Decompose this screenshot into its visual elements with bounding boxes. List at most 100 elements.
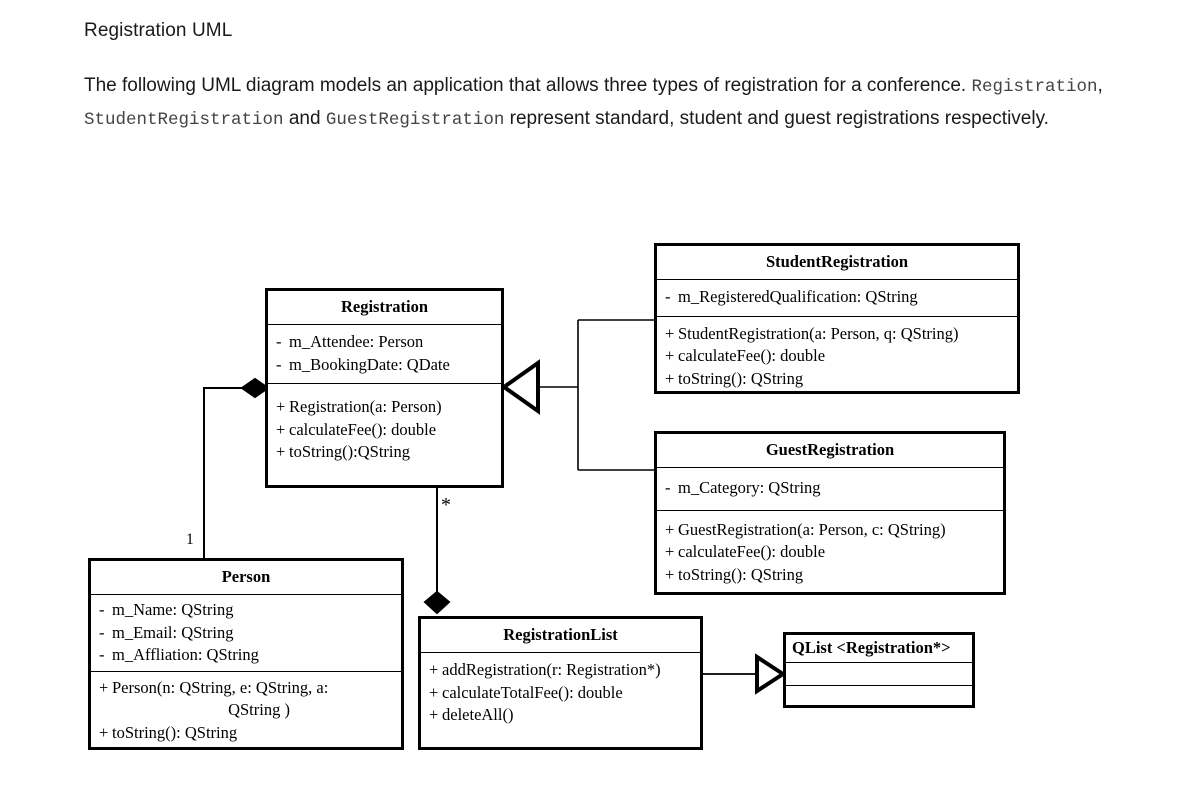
methods-compartment-person: +Person(n: QString, e: QString, a: QStri… bbox=[91, 672, 401, 752]
class-name-qlist: QList <Registration*> bbox=[792, 638, 951, 657]
visibility-marker: + bbox=[99, 677, 109, 697]
multiplicity-person-end: 1 bbox=[186, 531, 194, 548]
method-text: calculateFee(): double bbox=[678, 346, 826, 365]
uml-class-student-registration[interactable]: StudentRegistration -m_RegisteredQualifi… bbox=[654, 243, 1020, 394]
visibility-marker: + bbox=[276, 442, 286, 461]
method-row: +Person(n: QString, e: QString, a: bbox=[99, 677, 395, 700]
uml-class-person[interactable]: Person -m_Name: QString -m_Email: QStrin… bbox=[88, 558, 404, 750]
paragraph-text-part1: The following UML diagram models an appl… bbox=[84, 75, 972, 96]
method-text: QString ) bbox=[228, 700, 290, 719]
compartment-divider bbox=[268, 324, 501, 325]
methods-compartment-registration: +Registration(a: Person) +calculateFee()… bbox=[268, 384, 501, 471]
visibility-marker: + bbox=[665, 542, 675, 561]
visibility-marker: + bbox=[665, 519, 675, 539]
method-text: toString():QString bbox=[289, 442, 411, 461]
class-name-guest-registration: GuestRegistration bbox=[765, 440, 895, 459]
intro-paragraph: The following UML diagram models an appl… bbox=[84, 70, 1134, 136]
method-row: +calculateFee(): double bbox=[665, 345, 1011, 368]
method-row: +toString(): QString bbox=[665, 368, 1011, 391]
attribute-text: m_Attendee: Person bbox=[289, 332, 424, 351]
visibility-marker: + bbox=[665, 346, 675, 365]
method-text: calculateFee(): double bbox=[289, 419, 437, 439]
method-text: calculateTotalFee(): double bbox=[442, 682, 623, 702]
method-text: calculateFee(): double bbox=[678, 542, 826, 561]
compartment-divider bbox=[657, 279, 1017, 280]
compartment-divider bbox=[91, 670, 401, 672]
class-name-registration-list: RegistrationList bbox=[503, 625, 618, 644]
visibility-marker: - bbox=[665, 478, 671, 497]
method-row: +Registration(a: Person) bbox=[276, 396, 495, 419]
attribute-row: -m_Email: QString bbox=[99, 622, 395, 645]
method-row: +calculateFee(): double bbox=[665, 541, 997, 564]
generalization-triangle-icon bbox=[500, 359, 540, 415]
visibility-marker: + bbox=[665, 368, 675, 388]
visibility-marker: + bbox=[276, 397, 286, 416]
uml-class-registration[interactable]: Registration -m_Attendee: Person -m_Book… bbox=[265, 288, 504, 488]
class-name-person: Person bbox=[221, 567, 271, 586]
method-text: Registration(a: Person) bbox=[289, 397, 442, 416]
attribute-row: -m_Name: QString bbox=[99, 599, 395, 622]
method-row: +toString(): QString bbox=[665, 564, 997, 587]
attribute-text: m_BookingDate: QDate bbox=[289, 354, 450, 374]
method-row-continuation: QString ) bbox=[99, 699, 395, 722]
method-text: addRegistration(r: Registration*) bbox=[442, 660, 661, 679]
attribute-text: m_Affliation: QString bbox=[112, 645, 259, 664]
compartment-divider bbox=[268, 383, 501, 384]
visibility-marker: + bbox=[99, 722, 109, 742]
method-text: GuestRegistration(a: Person, c: QString) bbox=[678, 519, 946, 539]
attribute-text: m_Category: QString bbox=[678, 478, 821, 497]
compartment-divider bbox=[91, 594, 401, 595]
method-row: +StudentRegistration(a: Person, q: QStri… bbox=[665, 323, 1011, 346]
code-guest-registration: GuestRegistration bbox=[325, 110, 505, 130]
method-row: +toString():QString bbox=[276, 441, 495, 464]
attribute-row: -m_BookingDate: QDate bbox=[276, 354, 495, 377]
connector-registration-person bbox=[203, 377, 270, 558]
visibility-marker: + bbox=[276, 419, 286, 439]
multiplicity-registration-end: * bbox=[441, 494, 451, 516]
method-text: toString(): QString bbox=[678, 368, 804, 388]
attributes-compartment-student-registration: -m_RegisteredQualification: QString bbox=[657, 280, 1017, 316]
methods-compartment-qlist bbox=[786, 686, 972, 708]
attribute-text: m_RegisteredQualification: QString bbox=[678, 287, 918, 306]
visibility-marker: - bbox=[665, 287, 671, 306]
methods-compartment-guest-registration: +GuestRegistration(a: Person, c: QString… bbox=[657, 511, 1003, 594]
uml-class-qlist[interactable]: QList <Registration*> bbox=[783, 632, 975, 708]
method-row: +GuestRegistration(a: Person, c: QString… bbox=[665, 519, 997, 542]
code-student-registration: StudentRegistration bbox=[84, 110, 284, 130]
compartment-divider bbox=[421, 652, 700, 653]
method-text: StudentRegistration(a: Person, q: QStrin… bbox=[678, 323, 959, 343]
attribute-row: -m_Category: QString bbox=[665, 477, 997, 500]
attribute-row: -m_RegisteredQualification: QString bbox=[665, 286, 1011, 309]
attribute-row: -m_Attendee: Person bbox=[276, 331, 495, 354]
visibility-marker: + bbox=[429, 705, 439, 724]
attribute-text: m_Email: QString bbox=[112, 622, 234, 642]
attributes-compartment-registration: -m_Attendee: Person -m_BookingDate: QDat… bbox=[268, 325, 501, 383]
compartment-divider bbox=[786, 685, 972, 686]
code-registration: Registration bbox=[971, 77, 1098, 97]
methods-compartment-registration-list: + addRegistration(r: Registration*) +calc… bbox=[421, 653, 700, 734]
paragraph-text-part3: and bbox=[283, 108, 326, 129]
method-row: +deleteAll() bbox=[429, 704, 694, 727]
page-title: Registration UML bbox=[84, 20, 233, 41]
connector-generalization-subclasses bbox=[500, 319, 656, 471]
attribute-text: m_Name: QString bbox=[112, 600, 234, 619]
method-text: deleteAll() bbox=[442, 705, 514, 724]
class-name-registration: Registration bbox=[340, 297, 429, 316]
uml-class-registration-list[interactable]: RegistrationList + addRegistration(r: Reg… bbox=[418, 616, 703, 750]
uml-class-guest-registration[interactable]: GuestRegistration -m_Category: QString +… bbox=[654, 431, 1006, 595]
attributes-compartment-guest-registration: -m_Category: QString bbox=[657, 468, 1003, 510]
method-row: +calculateFee(): double bbox=[276, 419, 495, 442]
method-text: toString(): QString bbox=[112, 722, 238, 742]
method-text: Person(n: QString, e: QString, a: bbox=[112, 677, 329, 697]
visibility-marker: + bbox=[665, 323, 675, 343]
visibility-marker: - bbox=[99, 600, 105, 619]
compartment-divider bbox=[657, 509, 1003, 511]
visibility-marker: - bbox=[99, 645, 105, 664]
methods-compartment-student-registration: +StudentRegistration(a: Person, q: QStri… bbox=[657, 317, 1017, 398]
method-row: +calculateTotalFee(): double bbox=[429, 682, 694, 705]
paragraph-text-part4: represent standard, student and guest re… bbox=[504, 108, 1049, 129]
composition-diamond-registrationlist-icon bbox=[423, 590, 451, 615]
attributes-compartment-person: -m_Name: QString -m_Email: QString -m_Af… bbox=[91, 595, 401, 671]
